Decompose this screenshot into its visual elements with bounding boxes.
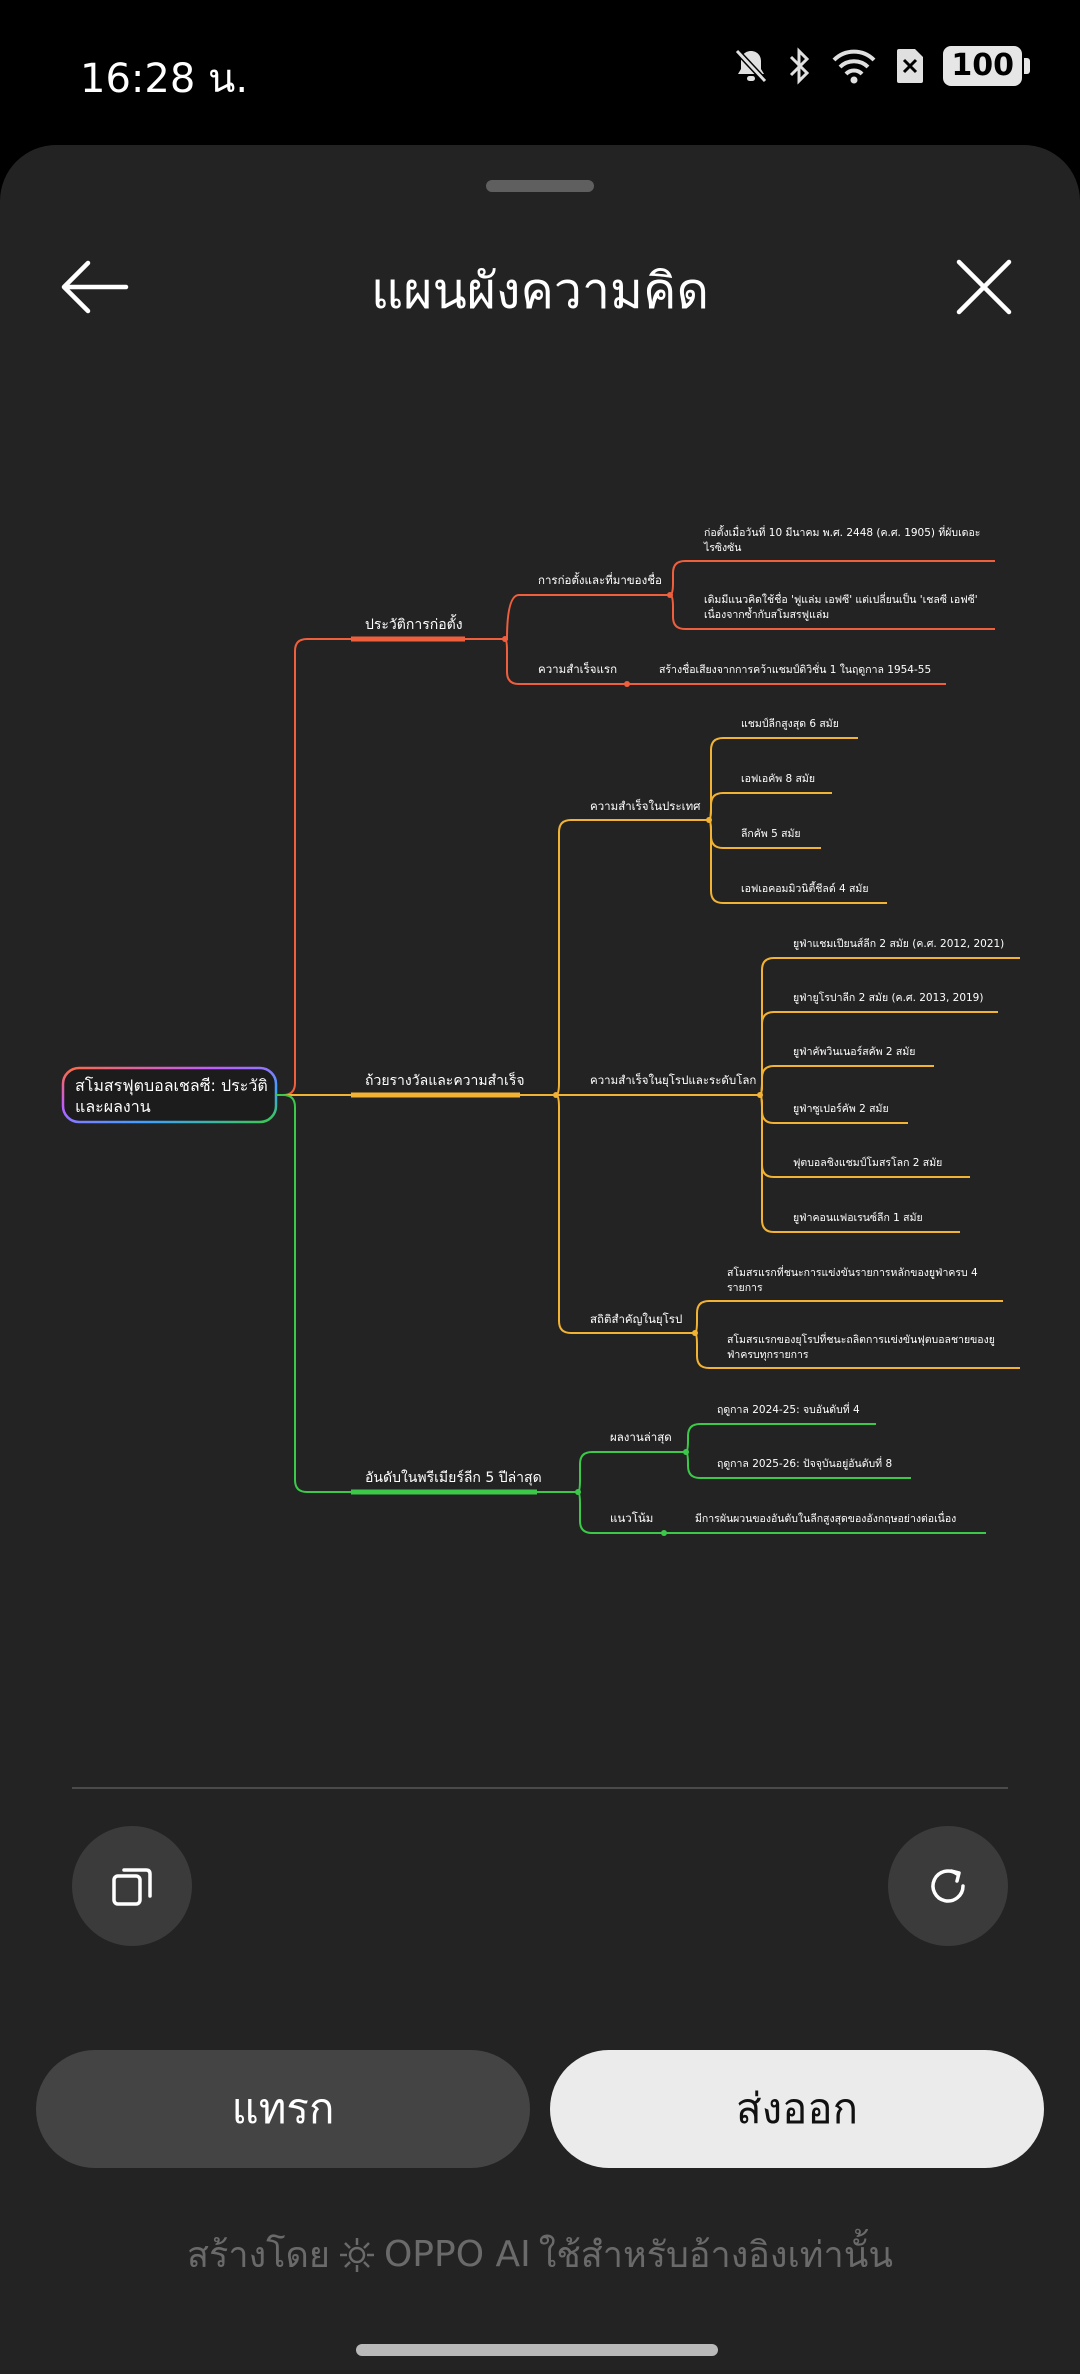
footer-prefix: สร้างโดย	[187, 2235, 330, 2276]
stats-item-2-line-2: ฟ่าครบทุกรายการ	[727, 1349, 809, 1361]
domestic-item-1: แชมป์ลีกสูงสุด 6 สมัย	[741, 717, 839, 730]
back-button[interactable]	[55, 247, 135, 327]
trophies-europe-label: ความสำเร็จในยุโรปและระดับโลก	[590, 1072, 756, 1087]
europe-item-4: ยูฟ่าซูเปอร์คัพ 2 สมัย	[793, 1102, 889, 1115]
branch-trophies-label: ถ้วยรางวัลและความสำเร็จ	[365, 1071, 525, 1089]
first-success-item: สร้างชื่อเสียงจากการคว้าแชมป์ดิวิชั่น 1 …	[659, 662, 931, 676]
footer-suffix: ใช้สำหรับอ้างอิงเท่านั้น	[538, 2235, 893, 2276]
footer-disclaimer: สร้างโดย OPPO AI ใช้สำหรับอ้างอิงเท่านั้…	[0, 2226, 1080, 2283]
copy-icon	[112, 1868, 152, 1906]
europe-item-3: ยูฟ่าคัพวินเนอร์สคัพ 2 สมัย	[793, 1045, 915, 1058]
branch-league-label: อันดับในพรีเมียร์ลีก 5 ปีล่าสุด	[365, 1469, 542, 1486]
trophies-stats-label: สถิติสำคัญในยุโรป	[590, 1312, 682, 1326]
divider	[72, 1787, 1008, 1789]
sheet-grabber[interactable]	[486, 180, 594, 192]
page-title: แผนผังความคิด	[371, 262, 709, 320]
founding-item-2-line-2: เนื่องจากซ้ำกับสโมสรฟูแล่ม	[704, 607, 829, 621]
europe-item-2: ยูฟ่ายูโรปาลีก 2 สมัย (ค.ศ. 2013, 2019)	[793, 991, 983, 1004]
root-node[interactable]: สโมสรฟุตบอลเชลซี: ประวัติ และผลงาน	[61, 1066, 278, 1124]
trend-item: มีการผันผวนของอันดับในลีกสูงสุดของอังกฤษ…	[695, 1511, 956, 1525]
battery-icon: 100	[943, 46, 1030, 86]
copy-button[interactable]	[72, 1826, 192, 1946]
battery-level: 100	[943, 46, 1022, 86]
stats-item-1-line-1: สโมสรแรกที่ชนะการแข่งขันรายการหลักของยูฟ…	[727, 1265, 978, 1279]
founding-item-2-line-1: เดิมมีแนวคิดใช้ชื่อ 'ฟูแล่ม เอฟซี' แต่เป…	[704, 592, 978, 606]
refresh-button[interactable]	[888, 1826, 1008, 1946]
branch-league[interactable]: อันดับในพรีเมียร์ลีก 5 ปีล่าสุด ผลงานล่า…	[351, 1402, 986, 1536]
domestic-item-3: ลีกคัพ 5 สมัย	[741, 827, 801, 840]
branch-trophies[interactable]: ถ้วยรางวัลและความสำเร็จ ความสำเร็จในประเ…	[351, 717, 1020, 1369]
branch-history-label: ประวัติการก่อตั้ง	[365, 614, 463, 633]
recent-item-2: ฤดูกาล 2025-26: ปัจจุบันอยู่อันดับที่ 8	[717, 1456, 892, 1470]
europe-item-6: ยูฟ่าคอนแฟอเรนซ์ลีก 1 สมัย	[793, 1211, 923, 1224]
history-founding-label: การก่อตั้งและที่มาของชื่อ	[538, 572, 662, 587]
insert-button[interactable]: แทรก	[36, 2050, 530, 2168]
footer-brand: OPPO AI	[383, 2234, 531, 2275]
mind-map[interactable]: สโมสรฟุตบอลเชลซี: ประวัติ และผลงาน ประวั…	[0, 480, 1080, 1600]
stats-item-2-line-1: สโมสรแรกของยุโรปที่ชนะถลิตการแข่งขันฟุตบ…	[727, 1332, 995, 1346]
europe-item-1: ยูฟ่าแชมเปียนส์ลีก 2 สมัย (ค.ศ. 2012, 20…	[793, 937, 1004, 950]
founding-item-1-line-2: ไรซิงซัน	[703, 541, 741, 554]
status-icons: 100	[733, 46, 1030, 86]
oppo-ai-logo-icon	[339, 2237, 374, 2272]
home-indicator[interactable]	[356, 2344, 718, 2356]
league-recent-label: ผลงานล่าสุด	[610, 1430, 672, 1444]
root-label-line-2: และผลงาน	[75, 1097, 151, 1116]
bottom-sheet	[0, 145, 1080, 2374]
europe-item-5: ฟุตบอลชิงแชมป์โมสรโลก 2 สมัย	[793, 1156, 942, 1169]
history-first-success-label: ความสำเร็จแรก	[538, 661, 617, 676]
league-trend-label: แนวโน้ม	[610, 1511, 653, 1525]
close-icon	[956, 259, 1012, 315]
trophies-domestic-label: ความสำเร็จในประเทศ	[590, 798, 701, 813]
recent-item-1: ฤดูกาล 2024-25: จบอันดับที่ 4	[717, 1402, 860, 1416]
branch-history[interactable]: ประวัติการก่อตั้ง การก่อตั้งและที่มาของช…	[351, 525, 995, 687]
no-sim-icon	[895, 47, 925, 85]
bluetooth-icon	[787, 47, 813, 85]
root-label-line-1: สโมสรฟุตบอลเชลซี: ประวัติ	[75, 1076, 268, 1096]
founding-item-1-line-1: ก่อตั้งเมื่อวันที่ 10 มีนาคม พ.ศ. 2448 (…	[704, 525, 980, 539]
arrow-left-icon	[61, 260, 129, 314]
stats-item-1-line-2: รายการ	[727, 1282, 763, 1294]
domestic-item-2: เอฟเอคัพ 8 สมัย	[741, 773, 815, 785]
close-button[interactable]	[944, 247, 1024, 327]
refresh-icon	[931, 1869, 965, 1903]
domestic-item-4: เอฟเอคอมมิวนิตี้ชีลด์ 4 สมัย	[741, 881, 869, 895]
status-time: 16:28 น.	[80, 56, 249, 102]
wifi-icon	[831, 48, 877, 84]
mute-icon	[733, 47, 769, 85]
export-button[interactable]: ส่งออก	[550, 2050, 1044, 2168]
status-bar: 16:28 น. 100	[0, 0, 1080, 140]
